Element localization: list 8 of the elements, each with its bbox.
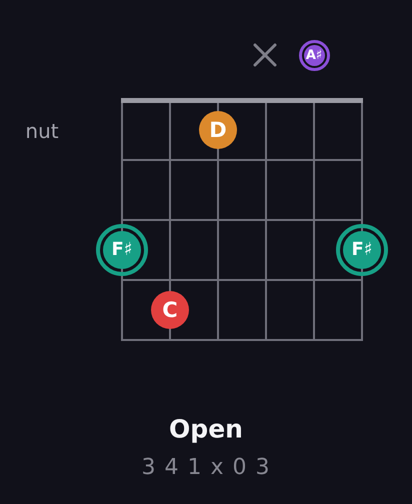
nut-label: nut xyxy=(25,121,59,141)
ringed-note-circle: F♯ xyxy=(336,224,388,276)
chord-name-title: Open xyxy=(169,416,243,442)
note-circle: D xyxy=(199,111,237,149)
ringed-note-circle: F♯ xyxy=(96,224,148,276)
note-circle: C xyxy=(151,291,189,329)
ringed-note-circle: A♯ xyxy=(298,40,330,70)
fingering-text: 3 4 1 x 0 3 xyxy=(142,457,270,479)
